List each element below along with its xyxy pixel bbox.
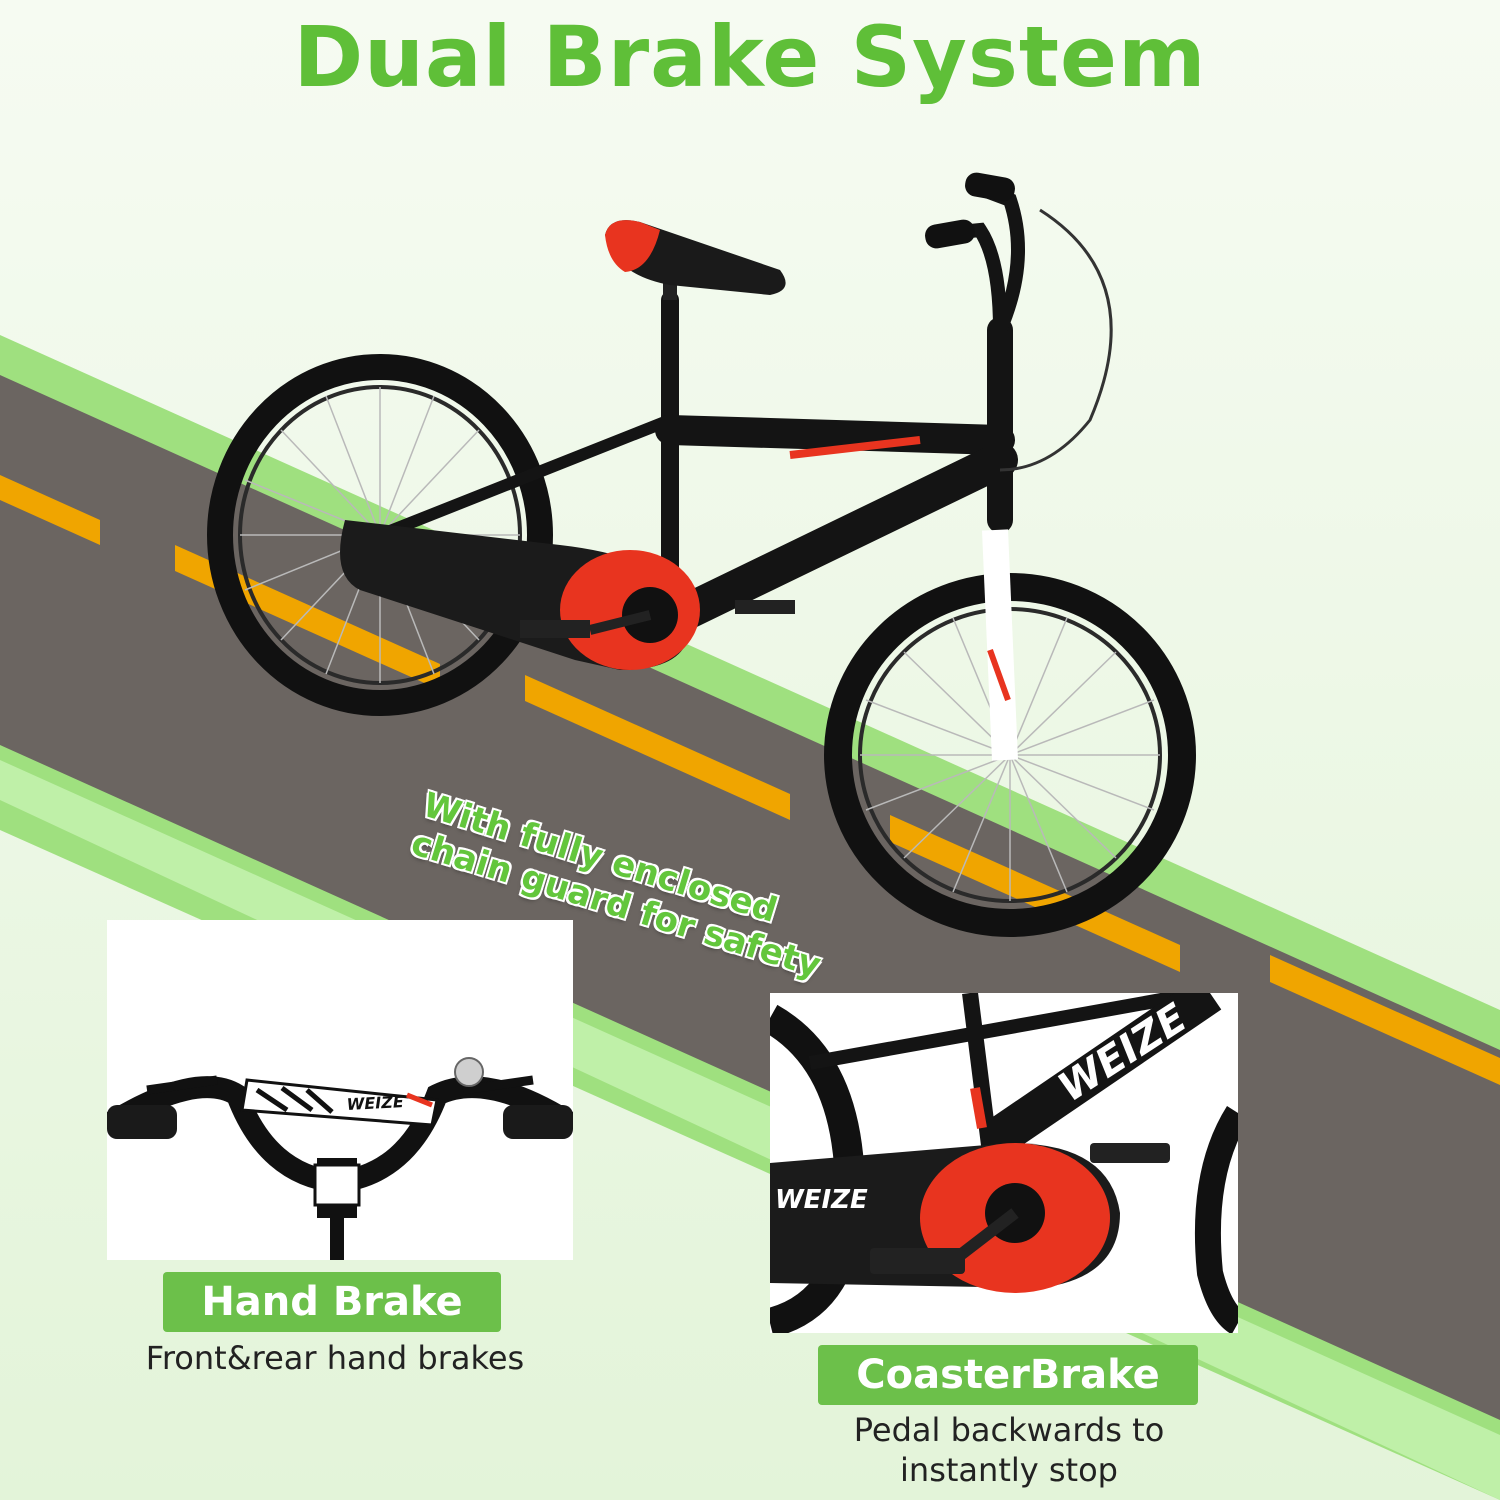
fork-stripe xyxy=(987,648,1011,702)
pedal xyxy=(520,620,590,638)
lane-mark xyxy=(1270,955,1500,1085)
handlebar-brand: WEIZE xyxy=(346,1092,404,1114)
description-line: Pedal backwards to xyxy=(853,1411,1165,1449)
pedal-top xyxy=(1090,1143,1170,1163)
bicycle xyxy=(207,172,1196,937)
brake-lever-right xyxy=(462,1075,534,1095)
brake-cable xyxy=(999,208,1113,472)
coaster-brake-description: Pedal backwards to instantly stop xyxy=(770,1410,1248,1490)
grip-left xyxy=(107,1105,177,1139)
top-tube xyxy=(808,993,1202,1070)
crossbar-accent xyxy=(406,1092,433,1108)
crossbar-pad xyxy=(240,1078,439,1127)
grip-right xyxy=(503,1105,573,1139)
seat-accent xyxy=(605,220,660,272)
coaster-brake-label: CoasterBrake xyxy=(818,1345,1198,1405)
lane-marks xyxy=(0,475,1500,1085)
bell xyxy=(454,1057,484,1087)
description-line: instantly stop xyxy=(900,1451,1118,1489)
page-title: Dual Brake System xyxy=(293,8,1207,106)
down-tube xyxy=(978,993,1222,1160)
seat-tube xyxy=(962,993,998,1154)
hand-brake-photo: WEIZE xyxy=(107,920,573,1260)
hand-brake-description: Front&rear hand brakes xyxy=(145,1339,525,1377)
lane-mark xyxy=(0,475,100,545)
bike-frame xyxy=(372,291,1018,638)
frame-accent xyxy=(789,436,921,459)
chain-guard-brand: WEIZE xyxy=(775,1185,868,1215)
brake-lever-left xyxy=(146,1075,218,1095)
lane-mark xyxy=(525,675,790,820)
front-fork xyxy=(982,529,1018,761)
pedal-rear xyxy=(735,600,795,614)
crank-arm xyxy=(588,610,652,635)
pedal xyxy=(870,1248,965,1274)
handlebar xyxy=(929,178,1025,333)
grip-left xyxy=(925,219,975,249)
front-tire xyxy=(1194,1106,1238,1333)
lane-mark xyxy=(890,815,1180,972)
frame-accent xyxy=(970,1087,987,1129)
coaster-brake-photo: WEIZE WEIZE xyxy=(770,993,1238,1333)
lane-mark xyxy=(175,545,440,690)
grip-right xyxy=(965,172,1015,202)
hand-brake-label: Hand Brake xyxy=(163,1272,501,1332)
stem-clamp xyxy=(313,1163,361,1207)
